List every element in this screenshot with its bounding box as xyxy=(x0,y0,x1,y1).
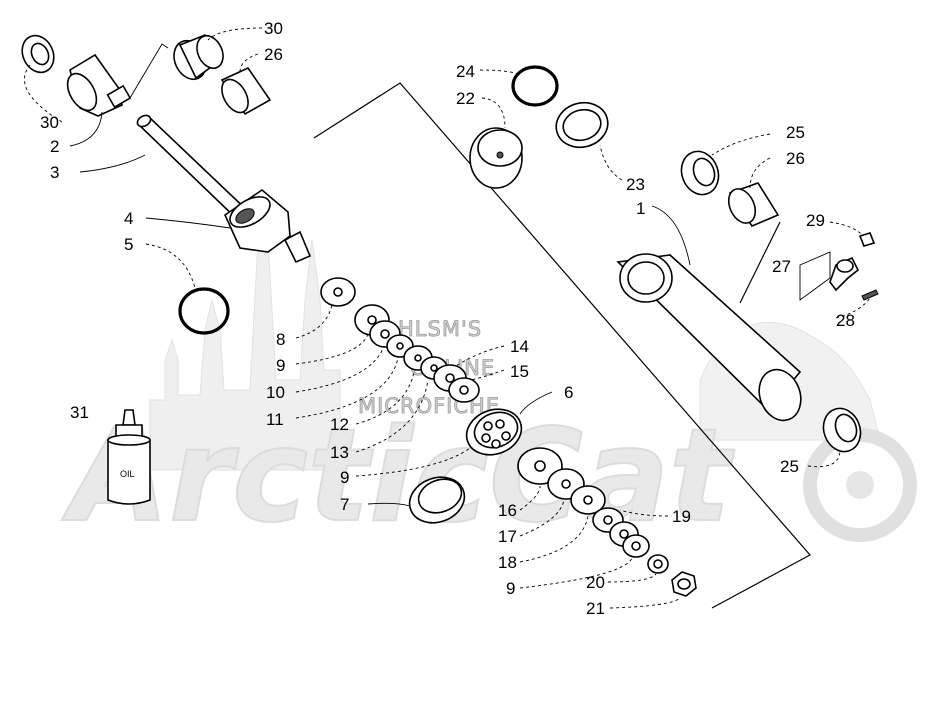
callout-3: 3 xyxy=(50,163,59,182)
part-9-shim-d xyxy=(622,534,650,558)
part-4-rod-end-housing xyxy=(223,188,312,264)
part-21-nut xyxy=(671,571,697,597)
part-6-piston xyxy=(465,408,523,456)
part-30-bushing-top xyxy=(173,33,224,81)
leader-2-3-bracket xyxy=(129,43,169,99)
callout-24: 24 xyxy=(456,62,475,81)
part-3-piston-rod xyxy=(136,114,254,223)
callout-20: 20 xyxy=(586,573,605,592)
part-1-shock-body-cylinder xyxy=(616,253,802,422)
callout-10: 10 xyxy=(266,383,285,402)
callout-25-bottom: 25 xyxy=(780,457,799,476)
part-25-bushing-right-bottom xyxy=(822,407,862,453)
part-29-valve-cap xyxy=(858,232,876,247)
callout-15: 15 xyxy=(510,362,529,381)
callout-4: 4 xyxy=(124,209,133,228)
callout-5: 5 xyxy=(124,235,133,254)
part-28-valve-core xyxy=(861,289,879,301)
callout-16: 16 xyxy=(498,501,517,520)
callout-6: 6 xyxy=(564,383,573,402)
watermark-wheel-hub xyxy=(846,471,874,499)
callout-30-top: 30 xyxy=(264,19,283,38)
bracket-27 xyxy=(799,251,831,301)
callout-12: 12 xyxy=(330,415,349,434)
part-30-bushing-left xyxy=(21,34,55,74)
callout-23: 23 xyxy=(626,175,645,194)
callout-28: 28 xyxy=(836,311,855,330)
part-25-bushing-right-top xyxy=(680,150,720,196)
callout-8: 8 xyxy=(276,330,285,349)
part-15-shim xyxy=(448,377,480,403)
watermark-line2: ONLINE xyxy=(410,356,495,380)
part-18-shim xyxy=(570,485,606,515)
watermark-skyline xyxy=(149,199,341,471)
part-7-piston-ring xyxy=(408,476,466,524)
callout-14: 14 xyxy=(510,337,529,356)
callout-11: 11 xyxy=(266,410,284,429)
part-26-sleeve-top xyxy=(220,66,272,116)
part-27-schrader-valve xyxy=(829,256,860,292)
callout-26-right: 26 xyxy=(786,149,805,168)
leader-27-group xyxy=(739,221,781,304)
group-outline-shock-body xyxy=(313,82,811,609)
part-8-washer xyxy=(320,277,356,307)
part-20-washer xyxy=(647,554,669,574)
callout-30-left: 30 xyxy=(40,113,59,132)
callout-9-c: 9 xyxy=(506,579,515,598)
callout-9-b: 9 xyxy=(340,468,349,487)
callout-29: 29 xyxy=(806,211,825,230)
part-26-sleeve-right xyxy=(727,182,780,227)
callout-1: 1 xyxy=(636,199,645,218)
callout-9-a: 9 xyxy=(276,356,285,375)
callout-2: 2 xyxy=(50,137,59,156)
leader-lines xyxy=(24,27,871,609)
part-2-shock-eye xyxy=(66,53,132,117)
part-31-oil-bottle: OIL xyxy=(107,409,151,505)
part-24-o-ring xyxy=(511,65,559,107)
callout-17: 17 xyxy=(498,527,517,546)
callout-19: 19 xyxy=(672,507,691,526)
oil-bottle-label: OIL xyxy=(120,469,135,479)
callout-13: 13 xyxy=(330,443,349,462)
part-23-seal-ring xyxy=(555,101,609,149)
callout-25-top: 25 xyxy=(786,123,805,142)
callout-22: 22 xyxy=(456,89,475,108)
part-22-end-cap xyxy=(469,127,523,189)
callout-18: 18 xyxy=(498,553,517,572)
callout-21: 21 xyxy=(586,599,605,618)
callout-7: 7 xyxy=(340,495,349,514)
part-5-o-ring xyxy=(178,287,230,335)
callout-31: 31 xyxy=(70,403,89,422)
callout-27: 27 xyxy=(772,257,791,276)
callout-26-top: 26 xyxy=(264,45,283,64)
watermark-line1: HLSM'S xyxy=(398,317,482,341)
callout-labels: 30 26 30 2 3 4 5 24 22 23 1 25 26 29 27 … xyxy=(40,19,855,618)
